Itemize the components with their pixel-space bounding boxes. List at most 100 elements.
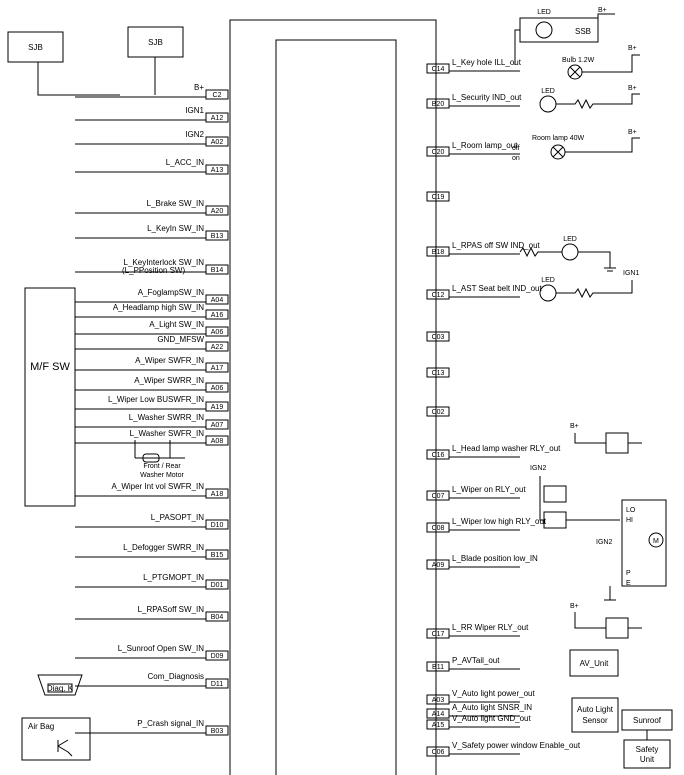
bulb-label: Bulb 1.2W — [562, 57, 595, 64]
left-pin-id: A19 — [211, 404, 224, 411]
left-pin-id: D11 — [211, 681, 223, 688]
left-pin-label: A_Light SW_IN — [149, 320, 204, 329]
sunroof-unit: Sunroof — [621, 709, 673, 731]
left-pin-id: B04 — [211, 614, 224, 621]
washer-motor: Front / Rear Washer Motor — [134, 440, 185, 479]
motor-hi-label: HI — [626, 517, 633, 524]
auto-light-sensor: Auto Light Sensor — [571, 697, 619, 733]
right-pin-id: B18 — [432, 249, 445, 256]
left-pin-label: L_KeyInterlock SW_IN — [124, 258, 205, 267]
right-pin-id: C07 — [432, 493, 445, 500]
right-pin-id: C13 — [432, 370, 445, 377]
av-unit: AV_Unit — [569, 649, 619, 677]
left-pin-label: L_ACC_IN — [166, 158, 204, 167]
left-pin-row: C2 B+ — [75, 83, 229, 100]
right-pin-id: C02 — [432, 409, 445, 416]
diag-connector: Diag. K — [37, 674, 83, 696]
left-pin-id: A18 — [211, 491, 224, 498]
sjb-box-2: SJB — [127, 26, 184, 58]
left-pin-id: D10 — [211, 522, 224, 529]
right-pin-label: L_RPAS off SW IND_out — [452, 241, 541, 250]
left-pin-id: A16 — [211, 312, 224, 319]
left-pin-label: Com_Diagnosis — [148, 672, 204, 681]
left-pin-id: A12 — [211, 115, 224, 122]
left-pin-id: B15 — [211, 552, 224, 559]
right-pin-label: V_Auto light GND_out — [452, 714, 531, 723]
left-pin-id: A07 — [211, 422, 224, 429]
right-pin-id: B20 — [432, 101, 445, 108]
key-hole-ill-circuit: LED SSB B+ Bulb 1.2W B+ — [514, 7, 640, 80]
right-pin-row: C13 — [426, 367, 450, 378]
right-pin-id: A03 — [432, 697, 445, 704]
left-pin-id: C2 — [213, 92, 222, 99]
right-pin-id: A15 — [432, 722, 445, 729]
right-pin-id: C06 — [432, 749, 445, 756]
module-inner-outline — [275, 39, 397, 775]
head-lamp-washer-relay: B+ — [570, 423, 642, 454]
security-led-label: LED — [541, 88, 555, 95]
left-pin-label: B+ — [194, 83, 204, 92]
room-bplus: B+ — [628, 129, 637, 136]
auto-light-label-2: Sensor — [582, 716, 608, 725]
left-pin-label: A_FoglampSW_IN — [138, 288, 204, 297]
left-pin-row: B04 L_RPASoff SW_IN — [75, 605, 229, 622]
left-pin-id: B03 — [211, 728, 224, 735]
sjb-label-1: SJB — [28, 43, 43, 52]
right-pin-label: L_Security IND_out — [452, 93, 522, 102]
left-pin-row: A20 L_Brake SW_IN — [75, 199, 229, 216]
right-pin-id: C17 — [432, 631, 445, 638]
right-pin-id: A14 — [432, 711, 445, 718]
washer-motor-label-2: Washer Motor — [140, 472, 184, 479]
washer-motor-label-1: Front / Rear — [143, 463, 181, 470]
right-pin-label: P_AVTail_out — [452, 656, 500, 665]
room-off-label: off — [512, 145, 520, 152]
left-pin-id: A08 — [211, 438, 224, 445]
right-pin-id: C14 — [432, 66, 445, 73]
left-pin-label: L_KeyIn SW_IN — [147, 224, 204, 233]
right-pin-label: V_Auto light power_out — [452, 689, 536, 698]
mf-switch: M/F SW — [24, 287, 76, 507]
motor-p-label: P — [626, 570, 631, 577]
left-pin-label: A_Wiper Int vol SWFR_IN — [112, 482, 205, 491]
left-pin-id: A13 — [211, 167, 224, 174]
left-pin-row: A19 L_Wiper Low BUSWFR_IN — [75, 395, 229, 412]
right-pin-row: B20 L_Security IND_out — [426, 93, 522, 109]
safety-label-1: Safety — [636, 745, 659, 754]
seat-belt-led-label: LED — [541, 277, 555, 284]
left-pin-label: L_RPASoff SW_IN — [138, 605, 205, 614]
right-pin-id: C16 — [432, 452, 445, 459]
left-pin-row: D11 Com_Diagnosis — [75, 672, 229, 689]
left-pin-label: L_Wiper Low BUSWFR_IN — [108, 395, 204, 404]
left-pin-id: A02 — [211, 139, 224, 146]
seat-belt-ind-circuit: LED IGN1 — [539, 270, 639, 302]
left-pin-label: L_Brake SW_IN — [147, 199, 205, 208]
ssb-bplus: B+ — [598, 7, 607, 14]
ssb-label: SSB — [575, 27, 591, 36]
left-pin-label: GND_MFSW — [157, 335, 204, 344]
room-lamp-circuit: off on Room lamp 40W B+ — [512, 129, 640, 162]
right-pin-row: C03 — [426, 331, 450, 342]
left-pin-id: A20 — [211, 208, 224, 215]
right-pin-id: C03 — [432, 334, 445, 341]
left-pin-label: L_PTGMOPT_IN — [143, 573, 204, 582]
left-pin-label: A_Wiper SWRR_IN — [134, 376, 204, 385]
